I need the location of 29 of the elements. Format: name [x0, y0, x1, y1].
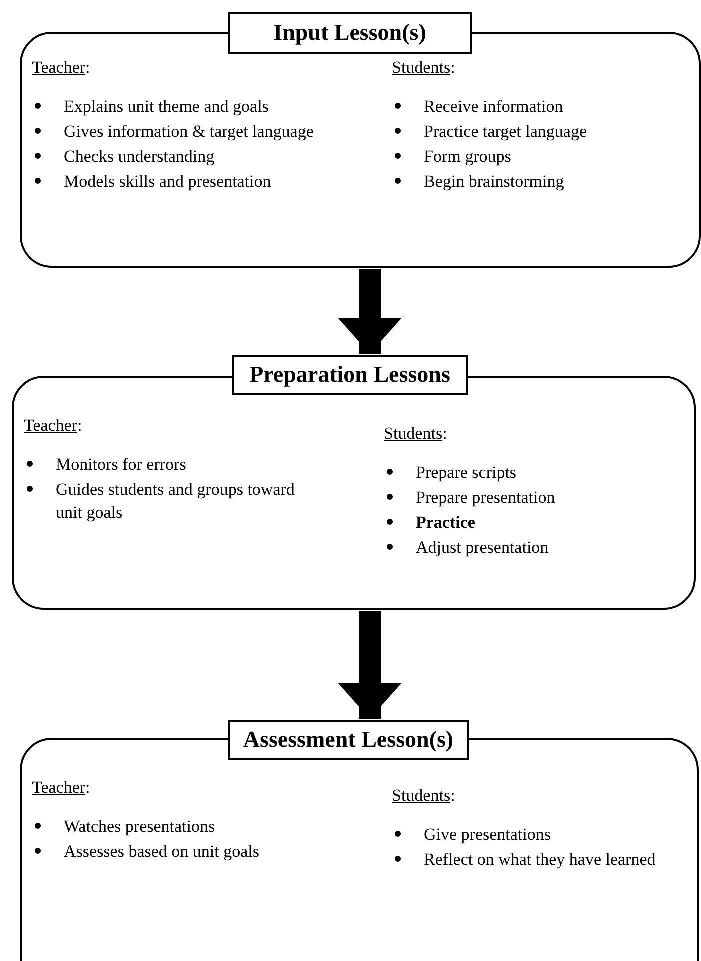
bullet-item: Practice target language	[392, 120, 683, 143]
arrow	[338, 611, 402, 719]
column-heading: Students:	[392, 785, 456, 807]
bullet-item: Prepare scripts	[384, 461, 678, 484]
title-box: Preparation Lessons	[232, 355, 468, 395]
bullet-item: Explains unit theme and goals	[32, 95, 317, 118]
bullet-item: Receive information	[392, 95, 683, 118]
bullet-item: Models skills and presentation	[32, 170, 317, 193]
title-box: Input Lesson(s)	[228, 12, 472, 54]
bullet-item: Guides students and groups toward unit goals	[24, 478, 309, 524]
bullet-item: Reflect on what they have learned	[392, 848, 681, 871]
arrow	[338, 269, 402, 354]
bullet-item: Adjust presentation	[384, 536, 678, 559]
bullet-item: Practice	[384, 511, 678, 534]
bullet-item: Checks understanding	[32, 145, 317, 168]
bullet-item: Form groups	[392, 145, 683, 168]
bullet-item: Give presentations	[392, 823, 681, 846]
bullet-item: Prepare presentation	[384, 486, 678, 509]
bullet-item: Gives information & target language	[32, 120, 317, 143]
bullet-item: Assesses based on unit goals	[32, 840, 317, 863]
bullet-item: Monitors for errors	[24, 453, 309, 476]
column-heading: Teacher:	[32, 57, 92, 79]
column-heading: Students:	[384, 423, 448, 445]
column-heading: Teacher:	[32, 777, 92, 799]
column-heading: Students:	[392, 57, 456, 79]
title-box: Assessment Lesson(s)	[228, 720, 469, 760]
column-heading: Teacher:	[24, 415, 84, 437]
bullet-item: Watches presentations	[32, 815, 317, 838]
bullet-item: Begin brainstorming	[392, 170, 683, 193]
